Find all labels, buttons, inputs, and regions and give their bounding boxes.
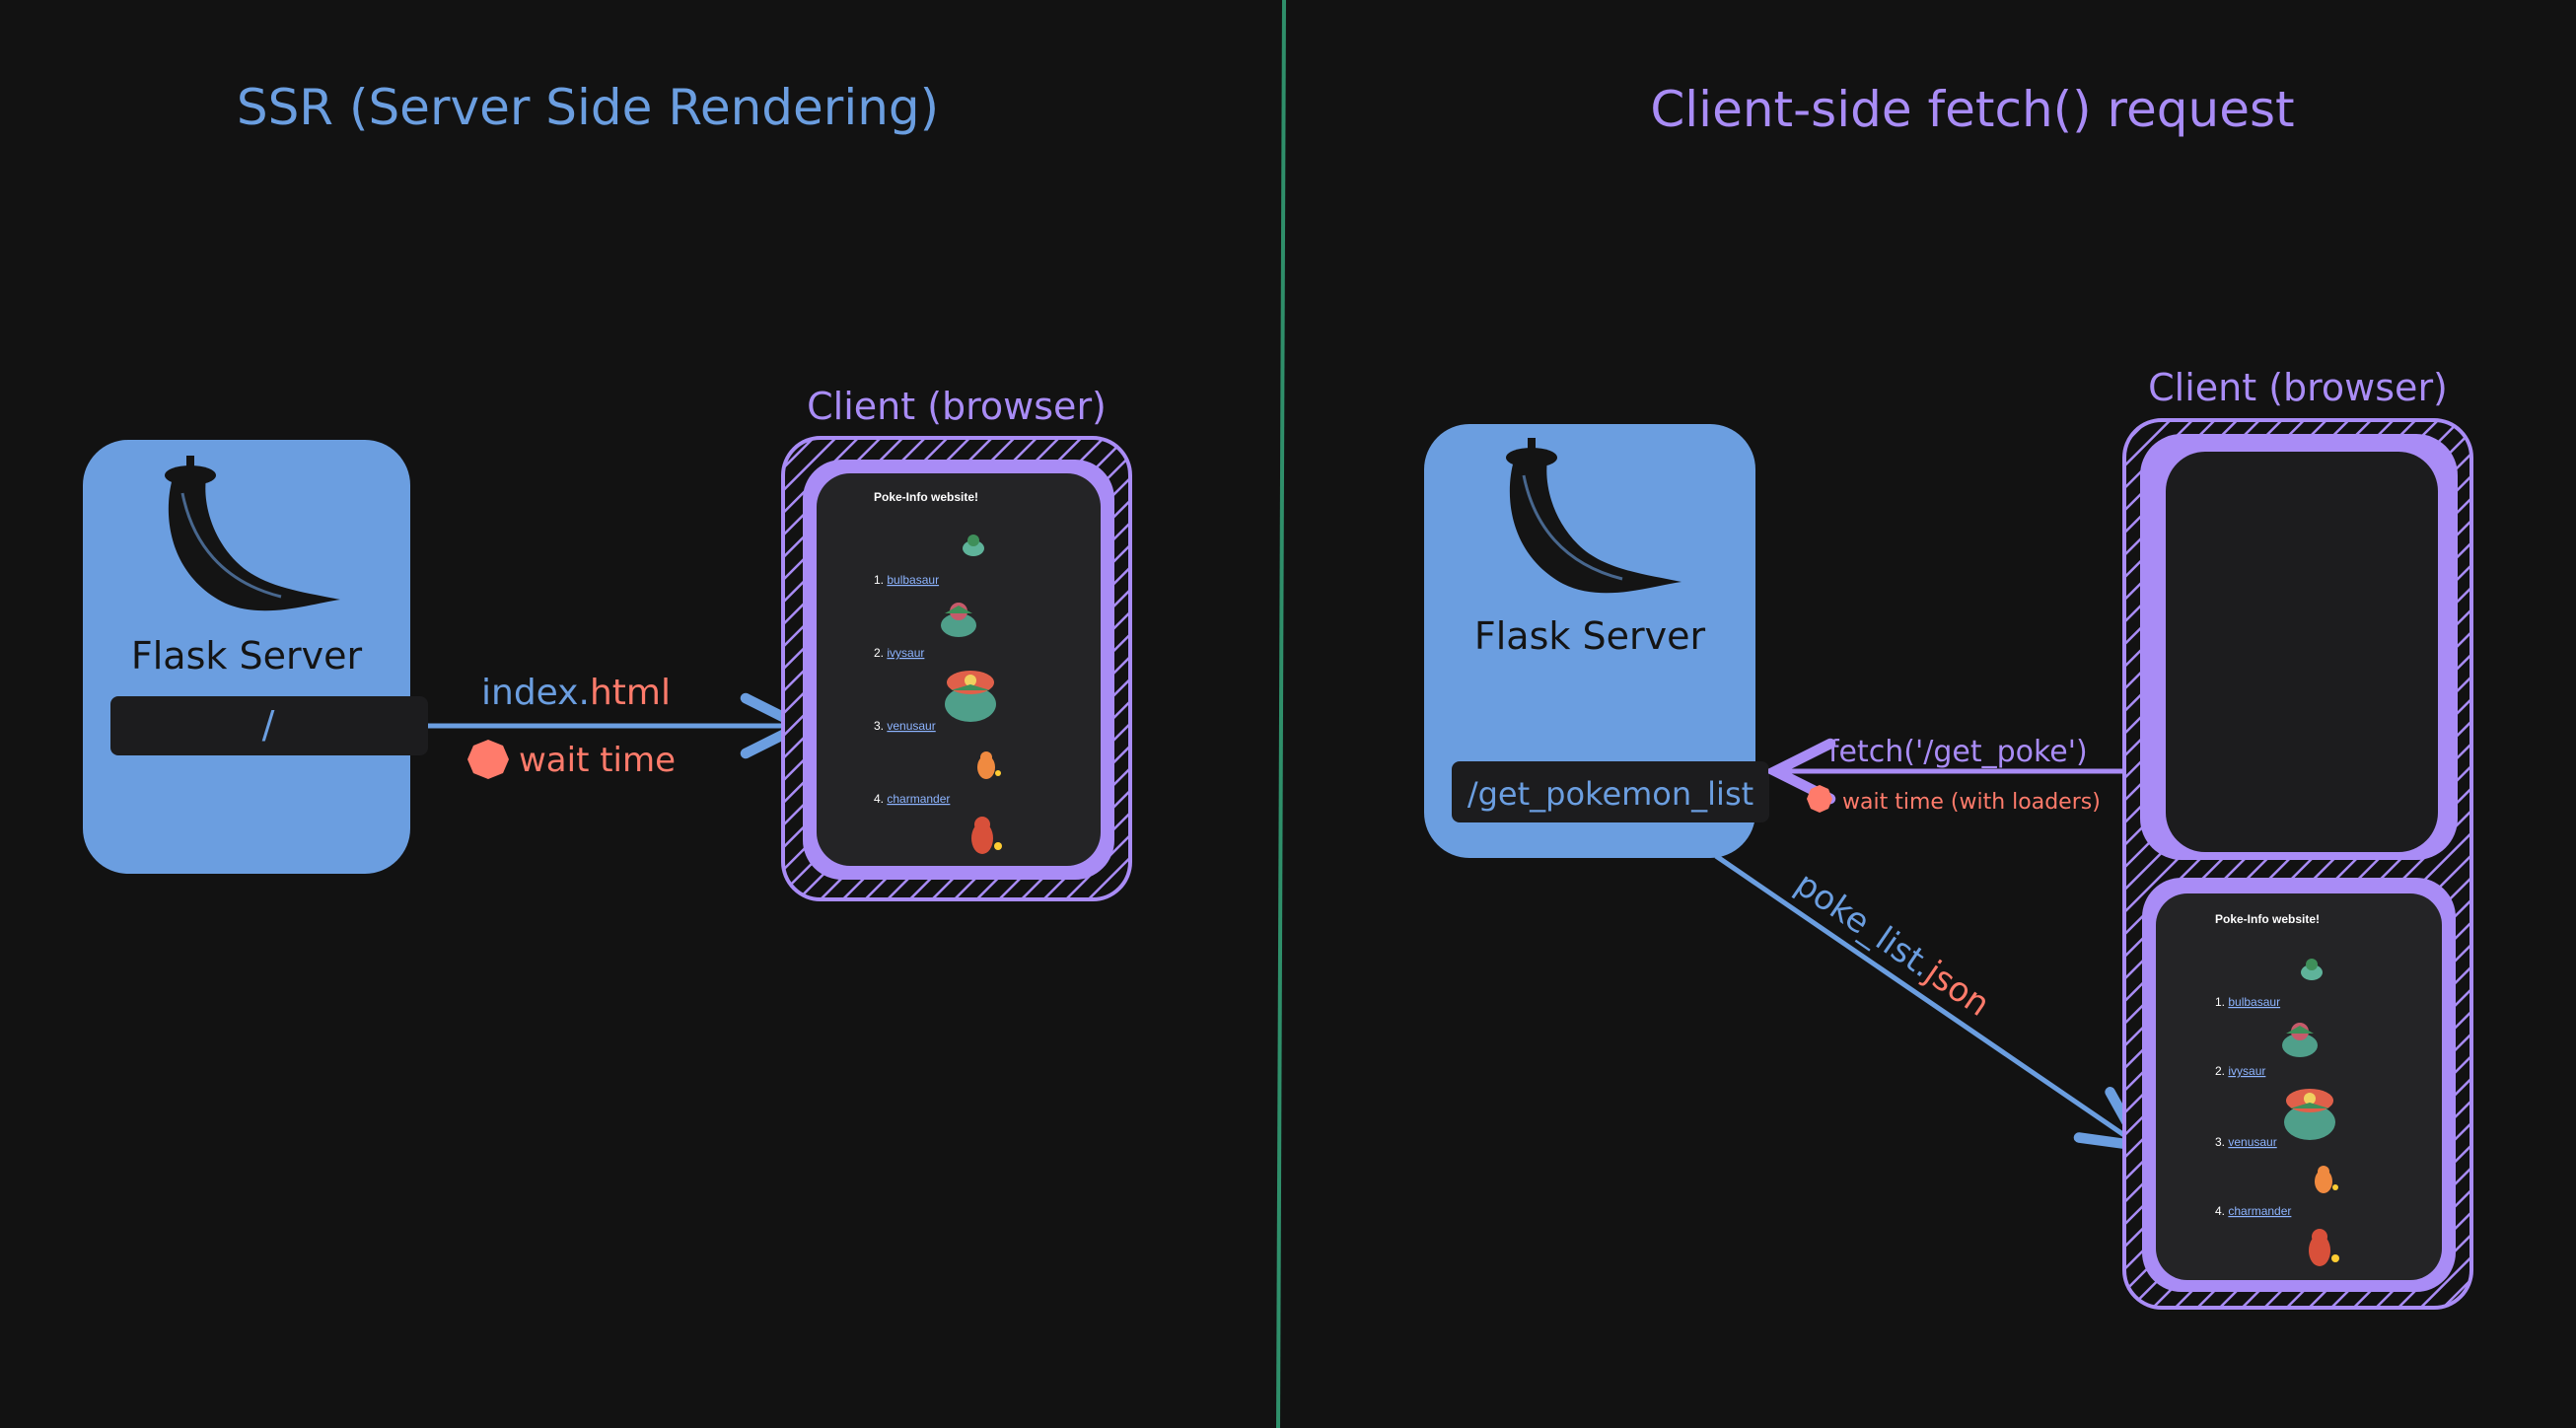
- ssr-mini-title: Poke-Info website!: [874, 490, 978, 504]
- csr-loading-screen: [2166, 452, 2438, 852]
- csr-item-4: 4. charmander: [2215, 1204, 2291, 1218]
- ssr-item-1: 1. bulbasaur: [874, 573, 939, 587]
- csr-fetch-label: fetch('/get_poke'): [1828, 735, 2088, 769]
- bulbasaur-sprite-icon: [2301, 959, 2323, 980]
- bulbasaur-sprite-icon: [963, 535, 984, 556]
- ssr-client-label: Client (browser): [807, 385, 1107, 428]
- csr-title: Client-side fetch() request: [1650, 81, 2294, 138]
- ivysaur-sprite-icon: [2282, 1023, 2318, 1057]
- csr-item-2: 2. ivysaur: [2215, 1064, 2265, 1078]
- csr-item-1: 1. bulbasaur: [2215, 995, 2280, 1009]
- ssr-item-2-link[interactable]: ivysaur: [887, 646, 924, 660]
- csr-json-label-part1: poke_list.: [1788, 864, 1940, 985]
- ssr-client-screen: [817, 473, 1101, 866]
- csr-mini-page: Poke-Info website! 1. bulbasaur 2. ivysa…: [2215, 912, 2339, 1266]
- csr-json-arrow: [1714, 853, 2140, 1146]
- ssr-arrow-label: index.html: [481, 673, 671, 713]
- csr-flask-server-box: [1424, 424, 1755, 858]
- csr-route-box: [1452, 761, 1769, 822]
- ssr-item-4-link[interactable]: charmander: [887, 792, 950, 806]
- csr-loaded-screen: [2156, 893, 2442, 1280]
- charmeleon-sprite-icon: [2309, 1229, 2339, 1266]
- ssr-item-3-num: 3.: [874, 719, 884, 733]
- csr-item-3-num: 3.: [2215, 1135, 2225, 1149]
- ssr-item-3: 3. venusaur: [874, 719, 936, 733]
- ssr-item-3-link[interactable]: venusaur: [887, 719, 935, 733]
- ssr-flask-server-box: [83, 440, 410, 874]
- csr-item-1-num: 1.: [2215, 995, 2225, 1009]
- ssr-item-4: 4. charmander: [874, 792, 950, 806]
- csr-json-label: poke_list.json: [1788, 864, 1997, 1024]
- flask-horn-icon: [165, 456, 340, 611]
- ssr-arrow-label-part1: index.: [481, 673, 590, 713]
- csr-item-3: 3. venusaur: [2215, 1135, 2277, 1149]
- flask-horn-icon: [1506, 438, 1682, 594]
- ssr-wait-label: wait time: [519, 741, 676, 780]
- csr-item-2-link[interactable]: ivysaur: [2228, 1064, 2265, 1078]
- venusaur-sprite-icon: [945, 671, 996, 722]
- csr-item-4-link[interactable]: charmander: [2228, 1204, 2291, 1218]
- csr-item-2-num: 2.: [2215, 1064, 2225, 1078]
- ssr-item-1-num: 1.: [874, 573, 884, 587]
- csr-item-4-num: 4.: [2215, 1204, 2225, 1218]
- stop-sign-icon: [467, 740, 509, 779]
- charmander-sprite-icon: [2315, 1166, 2338, 1193]
- csr-route-label: /get_pokemon_list: [1467, 775, 1753, 813]
- csr-wait-label: wait time (with loaders): [1842, 790, 2101, 815]
- ssr-arrow-label-part2: html: [590, 673, 671, 713]
- csr-item-1-link[interactable]: bulbasaur: [2228, 995, 2280, 1009]
- stop-sign-icon: [1807, 785, 1832, 813]
- charmeleon-sprite-icon: [971, 817, 1002, 854]
- csr-mini-title: Poke-Info website!: [2215, 912, 2320, 926]
- ssr-item-2-num: 2.: [874, 646, 884, 660]
- ssr-title: SSR (Server Side Rendering): [237, 79, 939, 136]
- ssr-route-box: [110, 696, 428, 755]
- csr-item-3-link[interactable]: venusaur: [2228, 1135, 2276, 1149]
- csr-server-label: Flask Server: [1474, 614, 1706, 658]
- csr-client-label: Client (browser): [2148, 366, 2448, 409]
- venusaur-sprite-icon: [2284, 1089, 2335, 1140]
- ssr-item-1-link[interactable]: bulbasaur: [887, 573, 939, 587]
- ivysaur-sprite-icon: [941, 603, 976, 637]
- ssr-mini-page: Poke-Info website! 1. bulbasaur 2. ivysa…: [874, 490, 1002, 854]
- ssr-server-label: Flask Server: [131, 634, 363, 678]
- ssr-item-4-num: 4.: [874, 792, 884, 806]
- charmander-sprite-icon: [977, 751, 1001, 779]
- section-divider: [1276, 0, 1286, 1428]
- ssr-route-label: /: [262, 703, 275, 747]
- ssr-item-2: 2. ivysaur: [874, 646, 924, 660]
